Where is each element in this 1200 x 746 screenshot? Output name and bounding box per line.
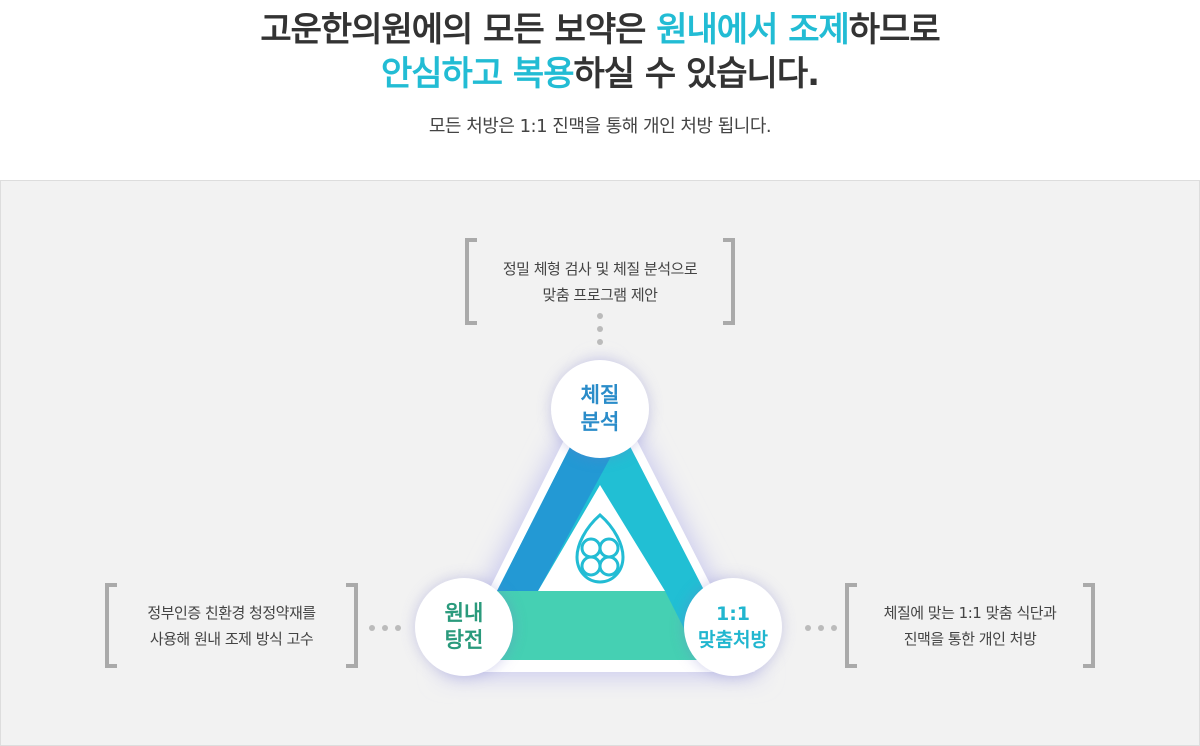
connector-dot [805,625,811,631]
right-note: 체질에 맞는 1:1 맞춤 식단과 진맥을 통한 개인 처방 [883,604,1057,648]
right-bracket [845,583,1095,668]
triangle-green-band [462,591,700,660]
headline-line-2: 안심하고 복용하실 수 있습니다. [380,54,820,94]
top-note: 정밀 체형 검사 및 체질 분석으로 맞춤 프로그램 제안 [502,260,698,304]
connector-dot [831,625,837,631]
left-bracket [105,583,358,668]
connector-dot [818,625,824,631]
connector-dot [395,625,401,631]
triangle-inner [538,485,665,591]
clover-drop-logo-icon [575,513,625,584]
node-custom-prescription: 1:1 맞춤처방 [684,578,782,676]
connector-dot [597,326,603,332]
left-note: 정부인증 친환경 청정약재를 사용해 원내 조제 방식 고수 [147,604,316,648]
connector-dot [597,339,603,345]
connector-dot [369,625,375,631]
node-constitution-analysis: 체질 분석 [551,360,649,458]
node-in-house-decoction: 원내 탕전 [415,578,513,676]
top-bracket [465,238,735,325]
subtitle: 모든 처방은 1:1 진맥을 통해 개인 처방 됩니다. [428,116,772,137]
headline-line-1: 고운한의원에의 모든 보약은 원내에서 조제하므로 [260,10,940,50]
connector-dot [382,625,388,631]
connector-dot [597,313,603,319]
